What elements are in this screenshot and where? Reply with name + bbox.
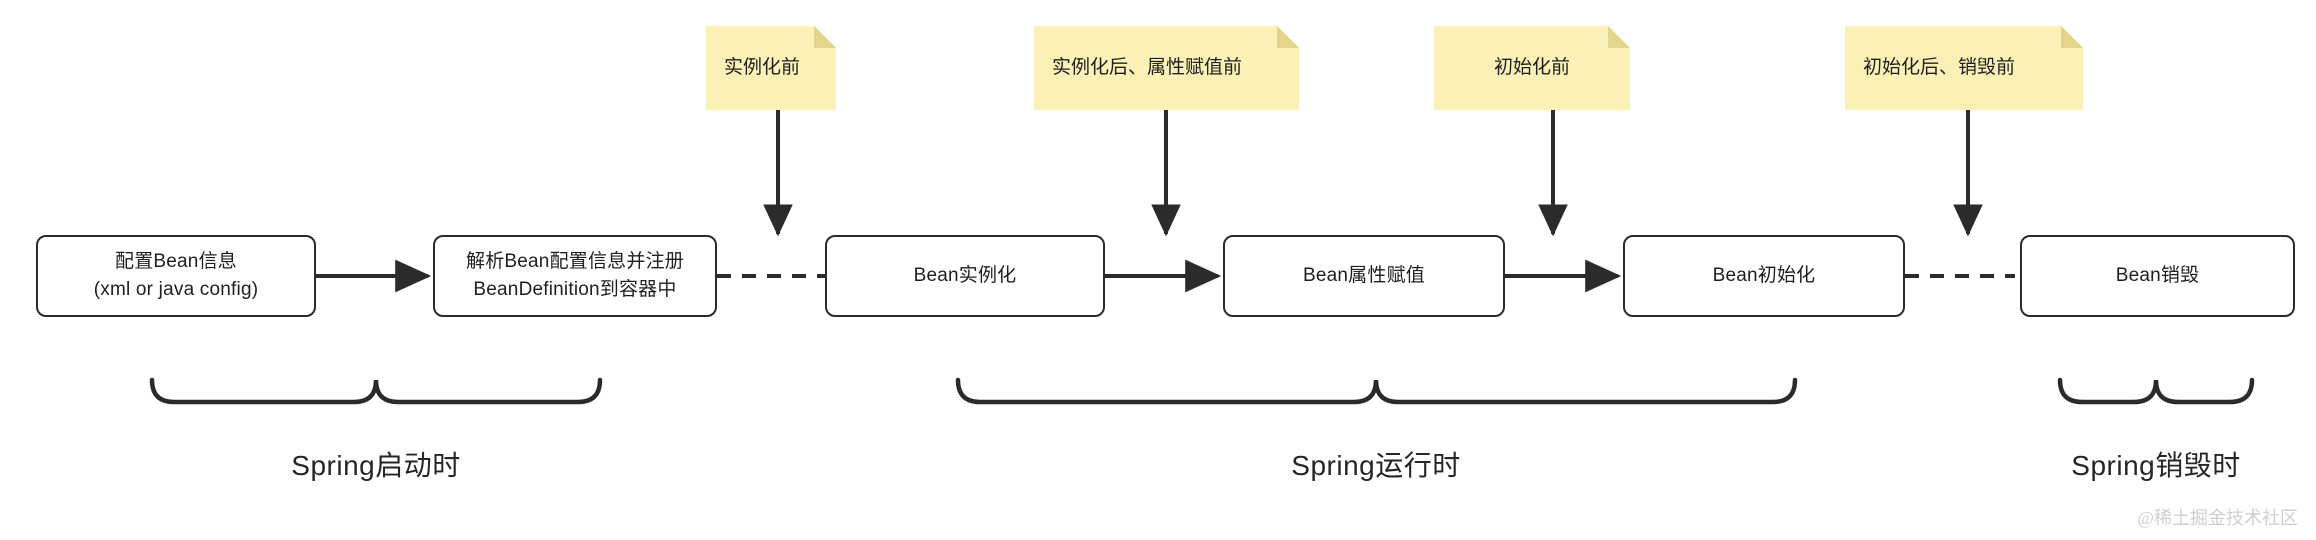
note-fold-corner-icon [1277,26,1299,48]
watermark: @稀土掘金技术社区 [2137,508,2298,528]
sticky-note-before-initialization[interactable]: 初始化前 [1434,26,1630,110]
note-label: 初始化前 [1493,56,1570,78]
brace-group-runtime [955,377,1798,405]
brace-group-shutdown [2057,377,2255,405]
node-bean-instantiation[interactable]: Bean实例化 [825,235,1105,317]
node-bean-initialization[interactable]: Bean初始化 [1623,235,1905,317]
group-label-startup: Spring启动时 [291,450,461,481]
group-label-shutdown: Spring销毁时 [2071,450,2241,481]
node-label: Bean初始化 [1712,264,1816,286]
node-label: Bean属性赋值 [1303,264,1425,286]
node-parse-register[interactable]: 解析Bean配置信息并注册 BeanDefinition到容器中 [433,235,717,317]
note-fold-corner-icon [2061,26,2083,48]
sticky-note-before-instantiation[interactable]: 实例化前 [706,26,836,110]
note-label: 初始化后、销毁前 [1863,56,2016,78]
node-bean-populate[interactable]: Bean属性赋值 [1223,235,1505,317]
group-label-runtime: Spring运行时 [1291,450,1461,481]
node-config-bean[interactable]: 配置Bean信息 (xml or java config) [36,235,316,317]
sticky-note-after-instantiation[interactable]: 实例化后、属性赋值前 [1034,26,1299,110]
node-label: Bean实例化 [913,264,1017,286]
node-label: Bean销毁 [2115,264,2200,286]
note-fold-corner-icon [1608,26,1630,48]
node-label: 解析Bean配置信息并注册 BeanDefinition到容器中 [466,250,684,301]
note-fold-corner-icon [814,26,836,48]
note-label: 实例化前 [724,56,801,78]
node-label: 配置Bean信息 (xml or java config) [93,250,259,301]
note-label: 实例化后、属性赋值前 [1052,56,1243,78]
node-bean-destroy[interactable]: Bean销毁 [2020,235,2295,317]
brace-group-startup [149,377,603,405]
sticky-note-after-initialization[interactable]: 初始化后、销毁前 [1845,26,2083,110]
